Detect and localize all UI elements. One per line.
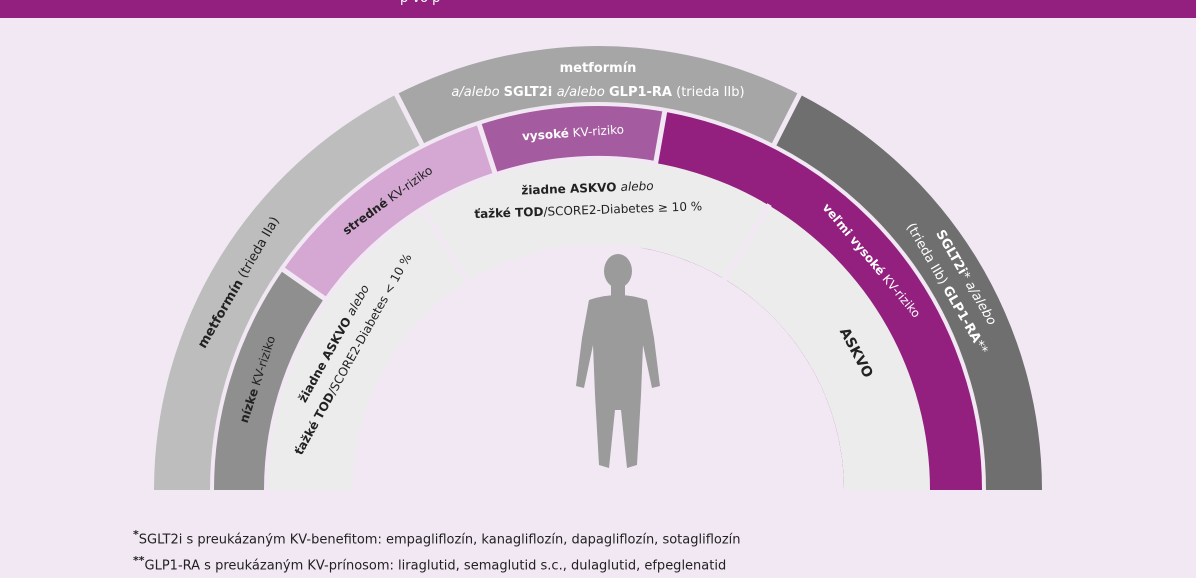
risk-label-high: vysoké KV-riziko: [522, 122, 625, 143]
segment-divider: [279, 265, 329, 303]
segment-divider: [476, 121, 499, 176]
outer-segment-top: [396, 46, 800, 147]
footnote-1: *SGLT2i s preukázaným KV-benefitom: empa…: [133, 528, 741, 548]
ring-divider: [210, 102, 986, 491]
ring-divider: [264, 156, 656, 491]
human-figure-icon: [576, 254, 660, 468]
segment-divider: [770, 92, 803, 149]
risk-segment-low: [212, 268, 327, 490]
outer-segment-right: [773, 94, 1042, 491]
segment-divider: [393, 92, 426, 149]
criteria-segment-very-high: [724, 205, 930, 490]
outer-segment-left: [154, 94, 423, 491]
outer-label-top-line2: a/alebo SGLT2i a/alebo GLP1-RA (trieda I…: [451, 85, 744, 100]
risk-segment-moderate: [281, 122, 496, 300]
segment-divider: [653, 108, 668, 165]
criteria-label-high-line2: ťažké TOD/SCORE2-Diabetes ≥ 10 %: [474, 199, 702, 221]
footnotes: *SGLT2i s preukázaným KV-benefitom: empa…: [133, 524, 741, 577]
segment-divider: [722, 203, 772, 282]
top-banner: p vo p: [0, 0, 1196, 18]
outer-label-top-line1: metformín: [560, 61, 637, 76]
footnote-2: **GLP1-RA s preukázaným KV-prínosom: lir…: [133, 554, 727, 574]
banner-text: p vo p: [400, 0, 440, 9]
segment-divider: [419, 206, 471, 284]
criteria-segment-high: [422, 157, 769, 282]
criteria-segment-moderate: [266, 208, 468, 490]
criteria-label-high-line1: žiadne ASKVO alebo: [521, 178, 654, 197]
